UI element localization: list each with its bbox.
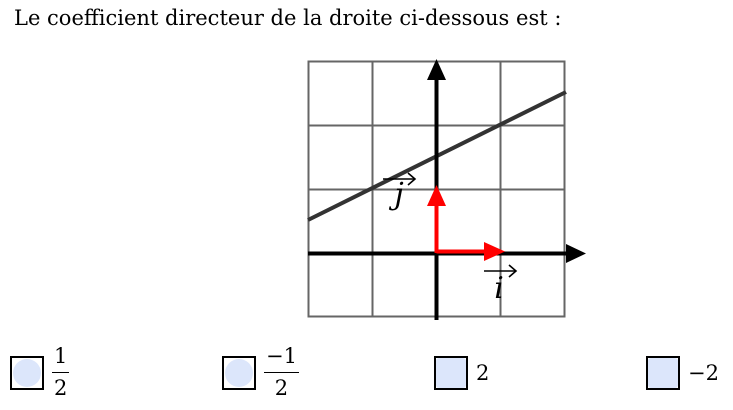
vector-j-label: j xyxy=(383,172,417,212)
choice-a-numerator: 1 xyxy=(54,344,68,368)
choice-d[interactable]: −2 xyxy=(646,356,719,390)
choice-b-numerator: −1 xyxy=(266,344,297,368)
choice-c-checkbox[interactable] xyxy=(434,356,468,390)
x-axis-arrowhead xyxy=(566,244,586,263)
choice-d-checkbox[interactable] xyxy=(646,356,680,390)
choice-c[interactable]: 2 xyxy=(434,356,489,390)
choice-d-value: −2 xyxy=(688,361,719,385)
vector-i-label: i xyxy=(484,264,518,306)
vector-j-letter: j xyxy=(388,177,403,212)
choice-c-value: 2 xyxy=(476,361,490,385)
y-axis-arrowhead xyxy=(427,59,446,80)
vector-i xyxy=(436,242,505,261)
choice-b[interactable]: −1 2 xyxy=(222,346,299,399)
choice-a-fraction: 1 2 xyxy=(52,344,70,400)
choice-b-fraction: −1 2 xyxy=(264,346,299,399)
choice-b-checkbox[interactable] xyxy=(222,355,256,390)
choice-a[interactable]: 1 2 xyxy=(10,344,70,400)
choice-a-checkbox[interactable] xyxy=(10,355,44,390)
choice-a-denominator: 2 xyxy=(54,376,68,400)
vector-i-letter: i xyxy=(494,271,504,306)
vector-j xyxy=(427,185,446,253)
coordinate-figure: j i xyxy=(307,59,586,320)
choice-b-denominator: 2 xyxy=(274,376,289,400)
question-text: Le coefficient directeur de la droite ci… xyxy=(14,6,562,30)
